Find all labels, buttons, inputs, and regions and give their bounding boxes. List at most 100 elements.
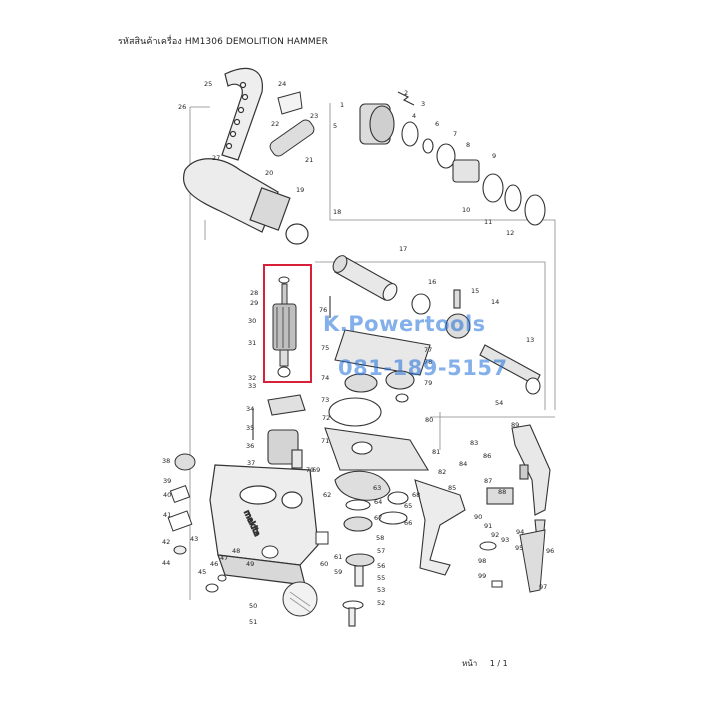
part-label: 10: [462, 206, 470, 214]
part-label: 12: [506, 229, 514, 237]
part-label: 74: [321, 374, 329, 382]
part-label: 43: [190, 535, 198, 543]
part-label: 26: [178, 103, 186, 111]
part-label: 76: [319, 306, 327, 314]
part-label: 49: [246, 560, 254, 568]
part-label: 4: [412, 112, 416, 120]
part-label: 46: [210, 560, 218, 568]
main-housing: makita: [209, 464, 319, 586]
page-number: 1 / 1: [489, 659, 508, 668]
page-prefix: หน้า: [462, 659, 478, 668]
frame-lines: [189, 103, 556, 600]
part-label: 56: [377, 562, 385, 570]
highlight-box: [263, 264, 312, 383]
part-label: 9: [492, 152, 496, 160]
part-label: 82: [438, 468, 446, 476]
part-label: 60: [320, 560, 328, 568]
part-label: 48: [232, 547, 240, 555]
part-label: 63: [373, 484, 381, 492]
part-label: 86: [483, 452, 491, 460]
part-label: 42: [162, 538, 170, 546]
part-label: 59: [334, 568, 342, 576]
part-label: 72: [322, 414, 330, 422]
part-label: 78: [424, 358, 432, 366]
armature: [272, 276, 297, 378]
part-label: 36: [246, 442, 254, 450]
part-label: 35: [246, 424, 254, 432]
part-label: 80: [425, 416, 433, 424]
part-label: 84: [459, 460, 467, 468]
part-label: 75: [321, 344, 329, 352]
part-label: 11: [484, 218, 492, 226]
part-label: 37: [247, 459, 255, 467]
part-label: 98: [478, 557, 486, 565]
part-label: 65: [404, 502, 412, 510]
part-label: 77: [424, 346, 432, 354]
part-label: 6: [435, 120, 439, 128]
part-label: 29: [250, 299, 258, 307]
part-label: 91: [484, 522, 492, 530]
part-label: 27: [212, 154, 220, 162]
part-label: 85: [448, 484, 456, 492]
part-label: 39: [163, 477, 171, 485]
part-label: 58: [376, 534, 384, 542]
part-label: 81: [432, 448, 440, 456]
part-label: 13: [526, 336, 534, 344]
part-label: 18: [333, 208, 341, 216]
part-label: 64: [374, 498, 382, 506]
part-label: 99: [478, 572, 486, 580]
part-label: 53: [377, 586, 385, 594]
part-label: 30: [248, 317, 256, 325]
side-handle: [221, 67, 263, 161]
part-label: 3: [421, 100, 425, 108]
part-label: 25: [204, 80, 212, 88]
part-label: 5: [333, 122, 337, 130]
part-label: 1: [340, 101, 344, 109]
part-label: 45: [198, 568, 206, 576]
part-label: 93: [501, 536, 509, 544]
part-label: 14: [491, 298, 499, 306]
grip: [269, 119, 315, 157]
part-label: 24: [278, 80, 286, 88]
part-label: 52: [377, 599, 385, 607]
part-label: 68: [412, 491, 420, 499]
part-label: 96: [546, 547, 554, 555]
part-label: 8: [466, 141, 470, 149]
part-label: 94: [516, 528, 524, 536]
part-label: 55: [377, 574, 385, 582]
part-label: 15: [471, 287, 479, 295]
part-label: 31: [248, 339, 256, 347]
part-label: 54: [495, 399, 503, 407]
part-label: 22: [271, 120, 279, 128]
part-label: 90: [474, 513, 482, 521]
cylinder: [332, 255, 398, 301]
part-label: 38: [162, 457, 170, 465]
part-label: 95: [515, 544, 523, 552]
part-label: 87: [484, 477, 492, 485]
part-label: 19: [296, 186, 304, 194]
part-label: 16: [428, 278, 436, 286]
part-label: 88: [498, 488, 506, 496]
part-label: 69: [312, 466, 320, 474]
part-label: 97: [539, 583, 547, 591]
barrel-housing: [182, 158, 291, 233]
part-label: 17: [399, 245, 407, 253]
part-label: 92: [491, 531, 499, 539]
part-label: 79: [424, 379, 432, 387]
part-label: 28: [250, 289, 258, 297]
part-label: 7: [453, 130, 457, 138]
watermark-shop-name: K.Powertools: [323, 312, 486, 336]
crank-parts: [328, 296, 431, 427]
part-label: 47: [220, 554, 228, 562]
part-label: 51: [249, 618, 257, 626]
part-label: 66: [404, 519, 412, 527]
part-label: 70: [306, 466, 314, 474]
part-label: 32: [248, 374, 256, 382]
part-label: 71: [321, 437, 329, 445]
part-label: 23: [310, 112, 318, 120]
watermark-phone: 081-189-5157: [338, 356, 508, 380]
part-label: 20: [265, 169, 273, 177]
part-label: 40: [163, 491, 171, 499]
part-label: 21: [305, 156, 313, 164]
